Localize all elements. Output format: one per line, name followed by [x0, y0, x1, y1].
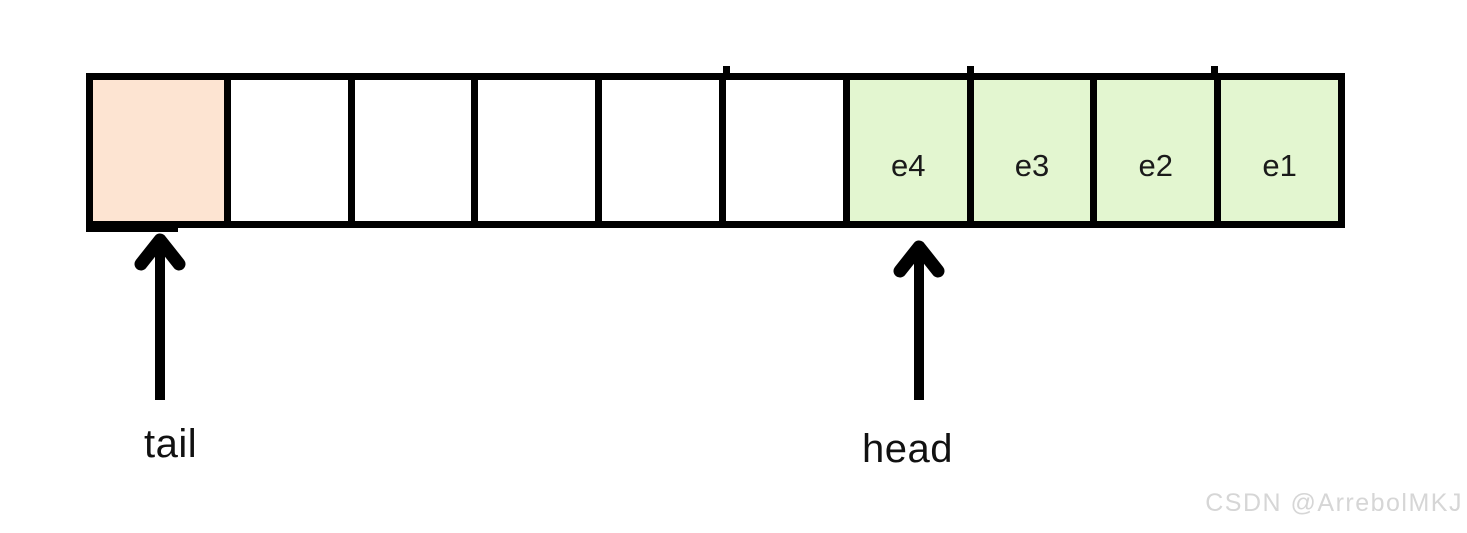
array-cell-e3: e3: [973, 80, 1098, 221]
array-cell-empty: [354, 80, 479, 221]
array-cell-tail-slot: [93, 80, 231, 221]
tail-label: tail: [144, 422, 198, 466]
divider-tick-mark: [723, 66, 730, 75]
divider-tick-mark: [1211, 66, 1218, 75]
head-label: head: [862, 427, 953, 471]
array-cell-empty: [602, 80, 726, 221]
array-cell-e4: e4: [849, 80, 974, 221]
tail-arrow-icon: [134, 233, 186, 400]
array-cell-empty: [726, 80, 850, 221]
array-cell-empty: [478, 80, 603, 221]
array-cell-e2: e2: [1097, 80, 1222, 221]
array-cell-empty: [230, 80, 355, 221]
head-arrow-icon: [893, 240, 945, 400]
array-cell-e1: e1: [1221, 80, 1338, 221]
divider-tick-mark: [967, 66, 974, 75]
stray-line-artifact: [86, 227, 178, 232]
array-box: e4 e3 e2 e1: [86, 73, 1345, 228]
watermark-text: CSDN @ArrebolMKJ: [1205, 489, 1463, 517]
